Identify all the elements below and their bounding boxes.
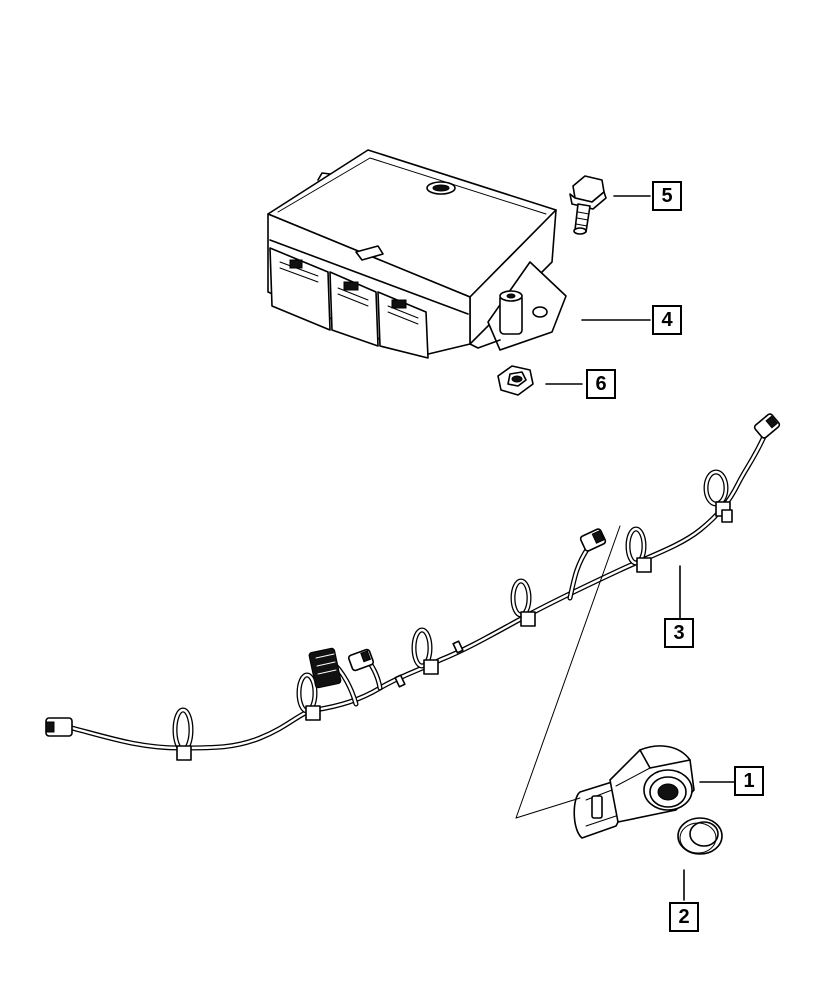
callout-1: 1 [734, 766, 764, 796]
bolt [569, 175, 607, 235]
harness-loop [172, 707, 194, 761]
harness-loop [296, 672, 321, 721]
harness-loop [625, 526, 652, 573]
park-sensor [515, 525, 695, 839]
callout-5: 5 [652, 181, 682, 211]
harness-loop [411, 627, 439, 675]
harness-connector-module [308, 647, 342, 689]
callout-4: 4 [652, 305, 682, 335]
harness-connector-mid [579, 528, 607, 552]
callout-6: 6 [586, 369, 616, 399]
harness-connector-small [347, 648, 375, 672]
harness-loop [510, 578, 536, 627]
nut [497, 365, 534, 396]
callout-2: 2 [669, 902, 699, 932]
callout-3: 3 [664, 618, 694, 648]
harness-connector-right [753, 413, 781, 439]
wiring-harness [45, 413, 781, 761]
leader-lines [545, 195, 735, 901]
control-module [267, 149, 567, 359]
harness-connector-left [45, 717, 73, 737]
retainer-ring [677, 817, 723, 855]
